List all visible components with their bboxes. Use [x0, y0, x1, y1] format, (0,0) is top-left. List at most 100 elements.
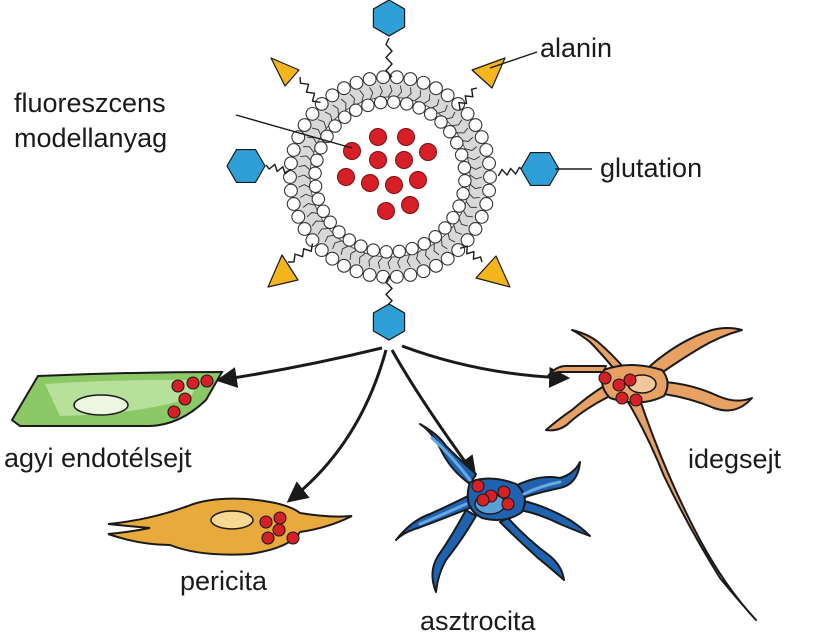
- alanine-triangle-icon: [270, 57, 300, 87]
- lipid-head: [337, 81, 351, 96]
- lipid-tail: [451, 119, 463, 127]
- lipid-tail: [422, 94, 431, 105]
- label-fluorescent-line1: fluoreszcens: [14, 88, 166, 118]
- lipid-head: [403, 72, 418, 87]
- cargo-dot: [273, 511, 287, 525]
- lipid-tail: [465, 201, 477, 208]
- lipid-tail: [359, 89, 364, 103]
- lipid-head: [328, 119, 342, 133]
- lipid-tail: [397, 256, 402, 269]
- lipid-head: [443, 124, 457, 139]
- lipid-head: [354, 239, 368, 253]
- lipid-tail: [349, 93, 355, 106]
- pericyte-nucleus: [210, 510, 254, 530]
- lipid-tail: [298, 164, 311, 171]
- cargo-dot: [623, 373, 637, 387]
- lipid-head: [399, 97, 414, 111]
- liposome: [283, 70, 497, 284]
- cargo-dot: [272, 523, 286, 537]
- lipid-tail: [453, 225, 463, 235]
- lipid-head: [417, 236, 431, 251]
- lipid-tail: [416, 251, 421, 265]
- lipid-head: [297, 118, 312, 132]
- cargo-dot: [629, 393, 643, 407]
- lipid-tail: [405, 87, 412, 99]
- lipid-tail: [458, 217, 469, 227]
- lipid-tail: [340, 98, 347, 111]
- lipid-head: [468, 118, 483, 132]
- neuron-processes: [545, 327, 757, 621]
- surface-ligands: [226, 0, 560, 341]
- lipid-head: [291, 209, 306, 224]
- lipid-tails: [297, 84, 483, 270]
- lipid-head: [479, 197, 494, 211]
- lipid-tail: [317, 227, 329, 235]
- cargo-dot: [178, 392, 192, 406]
- lipid-tail: [303, 146, 315, 153]
- alanine-triangle-icon: [267, 254, 299, 288]
- lipid-head: [366, 243, 381, 257]
- cargo-dot: [167, 405, 181, 419]
- lipid-head: [457, 160, 472, 175]
- lipid-head: [446, 210, 460, 225]
- cargo-dot: [337, 168, 355, 186]
- lipid-head: [362, 72, 377, 87]
- cargo-dot: [615, 391, 629, 405]
- lipid-head: [305, 106, 320, 121]
- lipid-head: [482, 183, 497, 198]
- glutathione-hexagon-icon: [226, 148, 266, 184]
- lipid-head: [373, 95, 388, 110]
- lipid-head: [460, 233, 475, 248]
- lipid-head: [323, 215, 337, 230]
- lipid-head: [325, 251, 340, 266]
- cargo-dot: [361, 174, 379, 192]
- alanin-leader-line: [489, 51, 538, 69]
- lipid-head: [342, 233, 357, 247]
- lipid-tail: [306, 212, 319, 218]
- lipid-tail: [425, 248, 431, 261]
- lipid-head: [434, 115, 448, 129]
- cargo-dot: [497, 485, 511, 499]
- lipid-tail: [377, 256, 384, 269]
- fluor-leader-line: [235, 114, 353, 149]
- lipid-head: [349, 264, 364, 279]
- lipid-tail: [469, 165, 482, 170]
- lipid-head: [428, 230, 443, 244]
- lipid-tail: [469, 174, 483, 180]
- lipid-head: [337, 258, 351, 273]
- cargo-dot: [369, 128, 387, 146]
- label-pericyte: pericita: [180, 566, 268, 596]
- label-astrocyte: asztrocita: [420, 606, 537, 636]
- lipid-tail: [438, 104, 448, 114]
- lipid-tail: [433, 243, 440, 256]
- lipid-head: [474, 130, 489, 145]
- lipid-tail: [349, 249, 358, 260]
- lipid-head: [483, 170, 497, 184]
- lipid-head: [416, 264, 431, 279]
- lipid-tail: [311, 220, 324, 227]
- endothelial-cell: [10, 370, 224, 427]
- lipid-head: [405, 241, 419, 256]
- cargo-dot: [286, 531, 300, 545]
- lipid-head: [456, 186, 470, 201]
- lipid-head: [349, 75, 364, 90]
- cargo-dot: [369, 151, 387, 169]
- lipid-head: [412, 101, 426, 115]
- lipid-head: [376, 70, 391, 85]
- lipid-head: [429, 81, 443, 96]
- lipid-head: [379, 245, 394, 259]
- lipid-head: [332, 225, 346, 239]
- cargo-dot: [476, 493, 490, 507]
- pericyte: [107, 497, 353, 556]
- lipid-tail: [430, 98, 440, 109]
- linker: [287, 243, 314, 263]
- lipid-tail: [297, 174, 311, 180]
- lipid-tail: [406, 254, 411, 267]
- label-endothelial-cell: agyi endotélsejt: [4, 443, 192, 473]
- lipid-tail: [462, 209, 473, 218]
- lipid-tail: [461, 136, 474, 142]
- lipid-head: [460, 106, 475, 121]
- cargo-dot: [343, 142, 361, 160]
- linker: [459, 245, 483, 263]
- lipid-tail: [340, 245, 350, 256]
